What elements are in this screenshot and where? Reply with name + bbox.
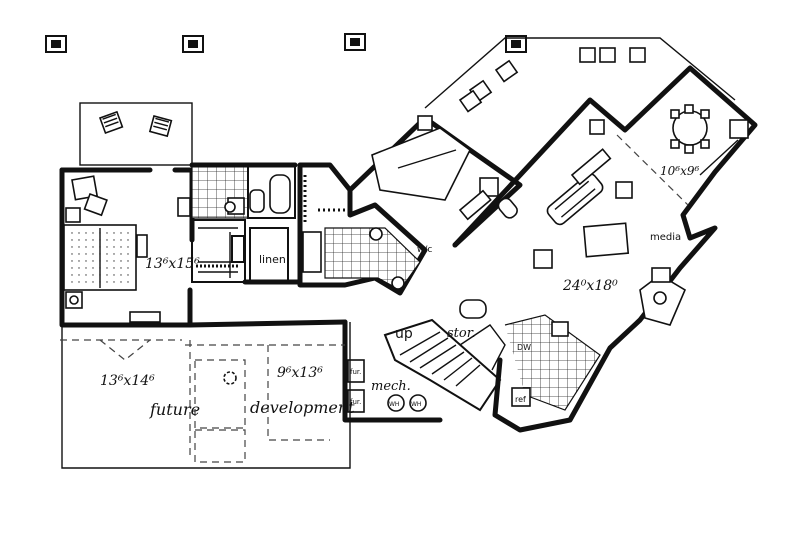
window-symbol-3: [344, 33, 366, 51]
furnace-label-b: fur.: [350, 398, 361, 406]
development-label: development: [250, 398, 355, 417]
stair-up-label: up: [395, 326, 413, 342]
window-symbol-1: [45, 35, 67, 53]
mechanical-room: fur. fur. WH WH mech.: [342, 319, 443, 423]
secondary-bedroom: [347, 115, 523, 248]
future-development: 13⁶x14⁶ future 9⁶x13⁶ development: [60, 319, 355, 469]
great-room-patio: [424, 37, 736, 113]
ref-label: ref: [515, 395, 526, 404]
media-fireplace: media: [639, 232, 687, 326]
master-patio: [79, 102, 193, 166]
great-room-dimension: 24⁰x18⁰: [562, 278, 618, 294]
dining-dimension: 10⁶x9⁶: [660, 164, 699, 178]
master-bath: linen: [177, 162, 303, 285]
storage-label: stor.: [447, 326, 476, 341]
window-symbol-2: [182, 35, 204, 53]
kitchen: DW ref: [504, 314, 601, 411]
dining-area: 10⁶x9⁶: [660, 104, 749, 178]
wc-label: w/c: [417, 245, 432, 255]
dw-label: DW: [517, 343, 531, 352]
furnace-label-a: fur.: [350, 368, 361, 376]
future-dimension: 13⁶x14⁶: [100, 373, 155, 389]
master-bedroom: 13⁶x15⁶: [59, 167, 200, 328]
great-room: 24⁰x18⁰: [452, 65, 758, 433]
mechanical-label: mech.: [371, 379, 411, 394]
development-dimension: 9⁶x13⁶: [277, 365, 323, 381]
future-label: future: [149, 400, 200, 419]
secondary-bath: w/c: [297, 162, 432, 296]
stair: up stor.: [383, 299, 506, 412]
linen-label: linen: [259, 253, 286, 266]
water-heater-label-b: WH: [411, 401, 421, 408]
water-heater-label-a: WH: [389, 401, 399, 408]
window-symbol-4: [505, 35, 527, 53]
media-label: media: [650, 232, 681, 243]
master-bedroom-dimension: 13⁶x15⁶: [145, 256, 200, 272]
